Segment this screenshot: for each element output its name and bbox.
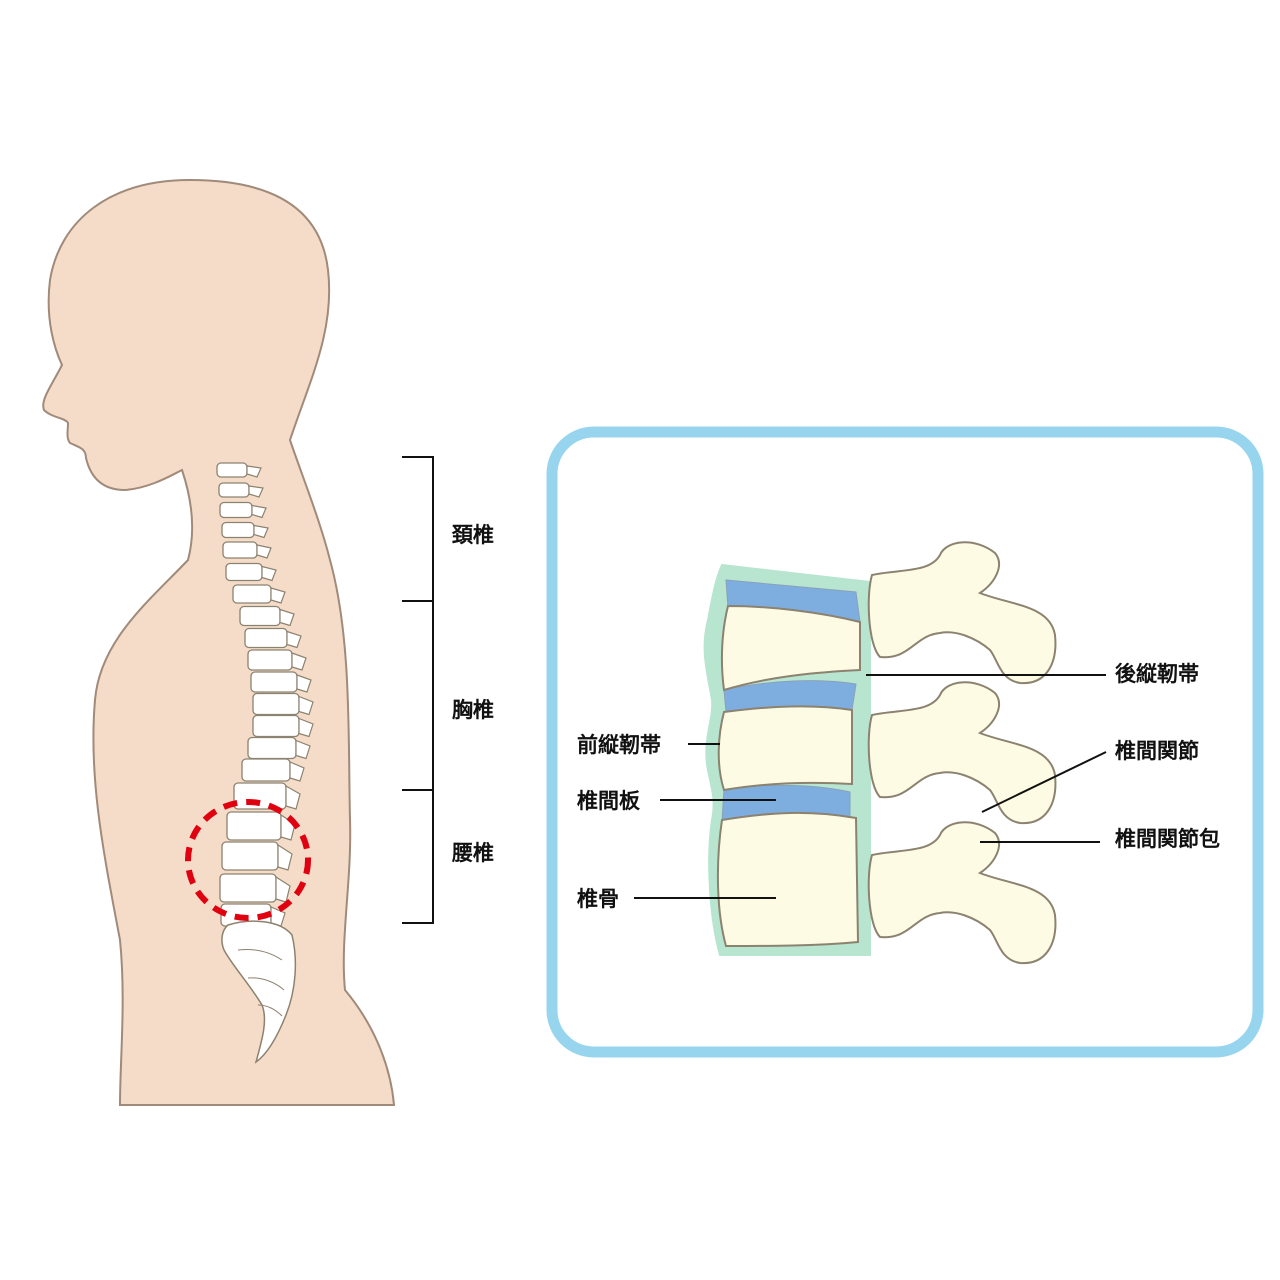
vertebra-process (256, 544, 272, 559)
facet-element (867, 821, 1057, 965)
vertebra (244, 627, 288, 649)
label-anterior-ligament: 前縦靭帯 (577, 733, 661, 757)
posterior-elements (867, 541, 1057, 965)
vertebra-process (285, 784, 301, 810)
vertebra (241, 758, 291, 782)
vertebra (252, 714, 300, 738)
vertebra-process (261, 565, 277, 582)
sacrum-line-2 (247, 977, 285, 991)
vertebra (218, 482, 250, 498)
vertebra (233, 782, 287, 810)
vertebra (219, 501, 253, 519)
vertebra-process (296, 674, 312, 693)
vertebra-process (248, 485, 264, 498)
label-lumbar: 腰椎 (452, 841, 494, 865)
label-vertebral-body: 椎骨 (577, 887, 619, 911)
vertebra-process (277, 843, 293, 871)
vertebra-process (298, 717, 314, 738)
label-intervertebral-disc: 椎間板 (577, 789, 640, 813)
vertebra (232, 584, 272, 604)
leader-facet-joint (981, 751, 1107, 813)
vertebra (221, 841, 279, 871)
vertebra-process (286, 630, 302, 649)
vertebra (221, 521, 255, 539)
vertebra (252, 692, 300, 716)
vertebra (250, 671, 298, 693)
vertebra-process (289, 761, 305, 782)
body-silhouette (42, 178, 396, 1106)
vertebra-process (270, 587, 286, 604)
sacrum-line-1 (237, 949, 283, 961)
label-facet-joint-capsule: 椎間関節包 (1115, 827, 1220, 851)
vertebra-process (246, 465, 262, 478)
sacrum-line-3 (257, 1004, 283, 1017)
label-cervical: 頚椎 (452, 523, 494, 547)
sacrum (221, 920, 297, 1064)
facet-element (867, 681, 1057, 825)
label-posterior-ligament: 後縦靭帯 (1115, 662, 1199, 686)
vertebra (222, 541, 258, 559)
vertebra (225, 562, 263, 582)
vertebra (239, 605, 281, 627)
vertebra-process (298, 695, 314, 716)
vertebra (247, 736, 297, 760)
vertebra-process (253, 524, 269, 539)
vertebra (219, 873, 277, 903)
vertebral-body-2 (717, 705, 853, 792)
label-thoracic: 胸椎 (452, 698, 494, 722)
vertebra (216, 462, 248, 478)
vertebral-body-1 (720, 604, 861, 692)
vertebra (226, 811, 282, 841)
label-facet-joint: 椎間関節 (1115, 739, 1199, 763)
facet-element (867, 541, 1057, 685)
vertebra-process (279, 608, 295, 627)
spine-column (216, 462, 314, 927)
vertebra-process (251, 504, 267, 519)
vertebral-body-3 (716, 811, 860, 948)
region-bracket (402, 456, 434, 924)
vertebra-process (295, 739, 311, 760)
vertebra-process (291, 652, 307, 671)
vertebra (247, 649, 293, 671)
lumbar-highlight-circle (185, 799, 311, 921)
